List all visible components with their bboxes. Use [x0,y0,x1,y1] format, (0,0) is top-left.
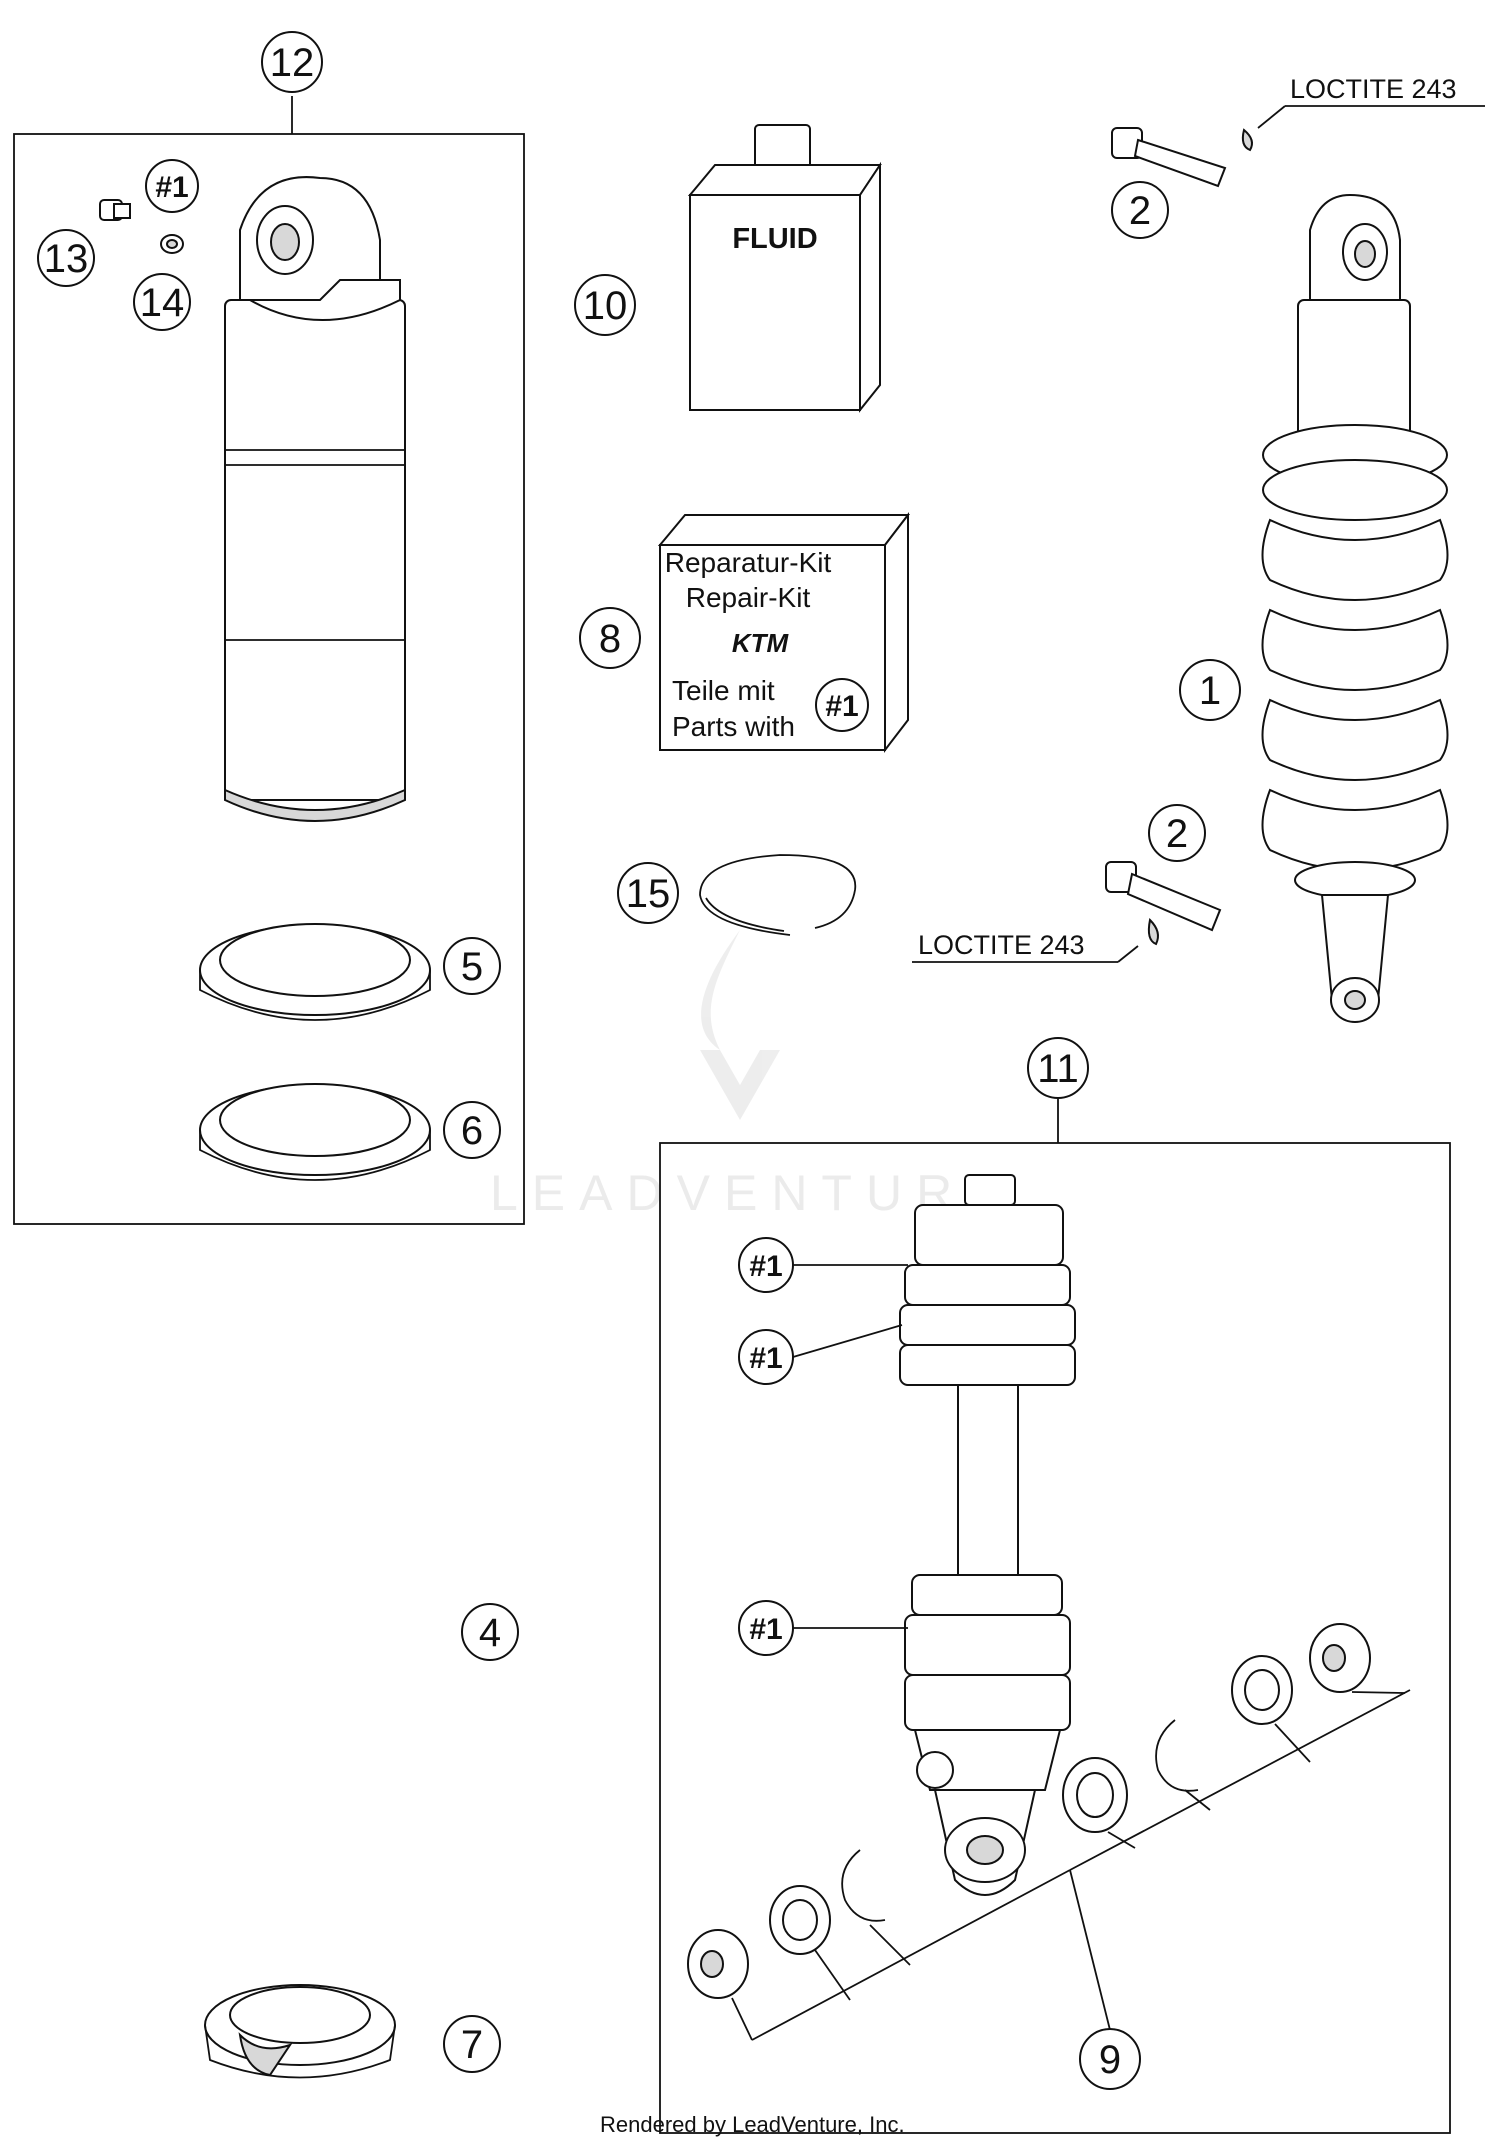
group-12-frame [13,133,525,1225]
leader-lines-9 [731,1689,1411,2041]
svg-text:7: 7 [461,2023,483,2067]
callout-14: 14 [133,273,191,331]
spring-4 [162,1257,458,1933]
damper-rod-11 [899,1174,1076,1896]
spring-seat-7 [204,1984,396,2079]
svg-text:#1: #1 [155,171,188,204]
svg-text:15: 15 [626,872,671,916]
adjusting-ring-5 [199,923,431,1021]
kit-ref-11b: #1 [738,1329,794,1385]
callout-15: 15 [617,862,679,924]
callout-9: 9 [1079,2028,1141,2090]
svg-text:6: 6 [461,1109,483,1153]
callout-8: 8 [579,607,641,669]
callout-13: 13 [37,229,95,287]
svg-text:9: 9 [1099,2038,1121,2082]
loctite-label-top: LOCTITE 243 [1290,74,1457,104]
bolt-2-mid [1105,861,1222,946]
svg-text:#1: #1 [749,1613,782,1646]
svg-text:4: 4 [479,1611,501,1655]
kit-ref-11a: #1 [738,1237,794,1293]
svg-text:Reparatur-Kit: Reparatur-Kit [665,547,832,578]
watermark: LEADVENTUR [490,930,966,1221]
svg-text:Teile mit: Teile mit [672,675,775,706]
shock-absorber-1 [1261,193,1449,1023]
callout-7: 7 [443,2015,501,2073]
callout-10: 10 [574,274,636,336]
svg-text:2: 2 [1129,189,1151,233]
kit-ref-8: #1 [815,678,869,732]
svg-text:FLUID: FLUID [732,223,817,255]
kit-ref-12: #1 [145,159,199,213]
bolt-13 [99,199,131,221]
svg-text:14: 14 [140,281,185,325]
svg-text:10: 10 [583,284,628,328]
svg-text:#1: #1 [749,1342,782,1375]
svg-text:12: 12 [270,41,315,85]
svg-text:8: 8 [599,617,621,661]
callout-5: 5 [443,937,501,995]
callout-12: 12 [261,31,323,93]
lock-ring-6 [199,1083,431,1181]
svg-text:1: 1 [1199,669,1221,713]
svg-text:KTM: KTM [732,628,790,658]
svg-text:5: 5 [461,945,483,989]
bolt-2-top [1111,127,1253,188]
svg-text:Parts with: Parts with [672,711,795,742]
shock-body-12 [224,176,406,822]
callout-1: 1 [1179,659,1241,721]
bushing-set-9 [687,1623,1371,1999]
callout-4: 4 [461,1603,519,1661]
svg-text:13: 13 [44,237,89,281]
circlip-15 [699,854,857,936]
svg-text:2: 2 [1166,812,1188,856]
callout-2-top: 2 [1111,181,1169,239]
svg-text:11: 11 [1037,1047,1079,1091]
loctite-label-mid: LOCTITE 243 [918,930,1085,960]
svg-text:#1: #1 [825,690,858,723]
washer-14 [160,234,184,254]
watermark-text: LEADVENTUR [490,1165,966,1221]
callout-6: 6 [443,1101,501,1159]
kit-ref-11c: #1 [738,1600,794,1656]
svg-text:#1: #1 [749,1250,782,1283]
credit-text: Rendered by LeadVenture, Inc. [600,2112,905,2137]
svg-text:Repair-Kit: Repair-Kit [686,582,811,613]
callout-11: 11 [1027,1037,1089,1099]
fluid-bottle-10: FLUID [687,124,882,413]
repair-kit-box-8: Reparatur-Kit Repair-Kit KTM Teile mit P… [657,512,911,753]
group-11-frame [659,1142,1451,2134]
callout-2-mid: 2 [1148,804,1206,862]
